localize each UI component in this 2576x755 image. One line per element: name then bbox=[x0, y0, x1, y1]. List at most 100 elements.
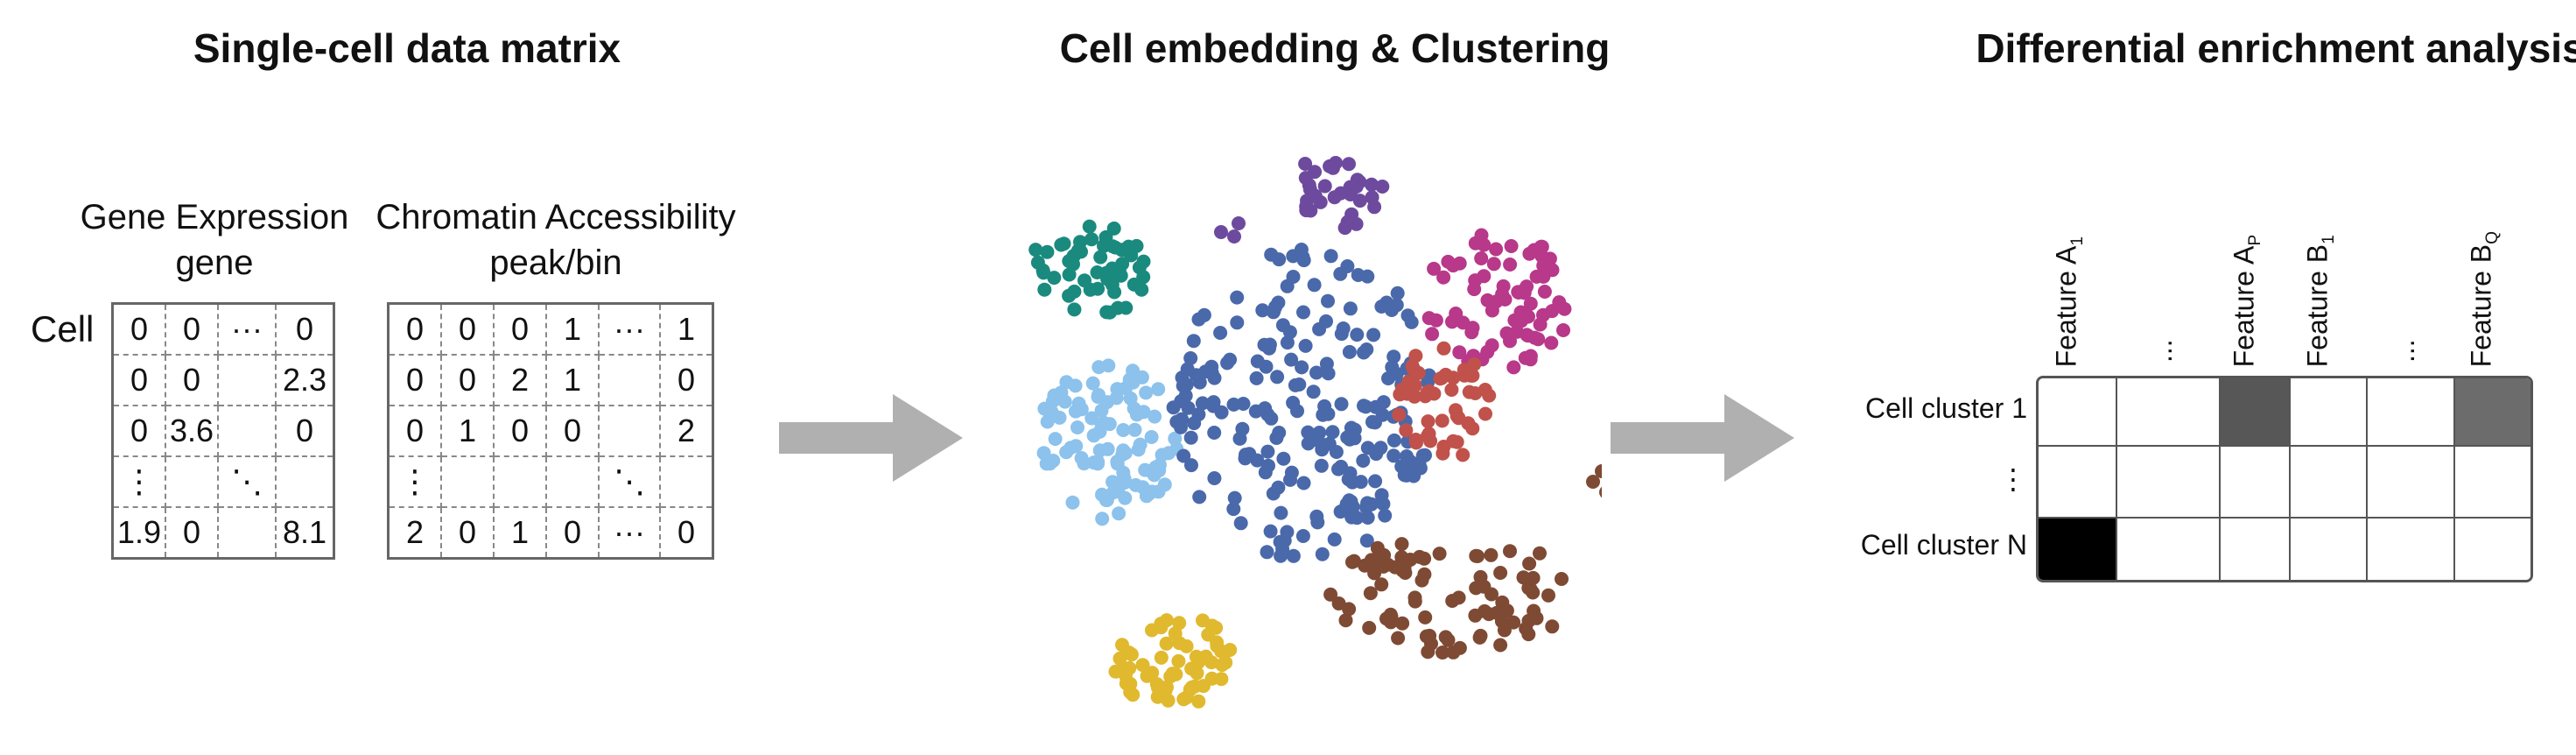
enrichment-heatmap bbox=[2036, 376, 2533, 582]
matrix-cell: 0 bbox=[165, 506, 219, 560]
cell-point bbox=[1226, 502, 1241, 517]
cell-point bbox=[1317, 179, 1332, 194]
cell-point bbox=[1286, 548, 1301, 563]
cluster-purple bbox=[1298, 156, 1390, 236]
matrix-cell: ⋱ bbox=[217, 455, 277, 508]
cell-point bbox=[1264, 411, 1279, 426]
cell-point bbox=[1207, 426, 1222, 440]
cell-point bbox=[1556, 323, 1570, 337]
cell-point bbox=[1110, 455, 1125, 469]
cell-point bbox=[1334, 397, 1349, 412]
cell-point bbox=[1273, 534, 1288, 549]
cell-point bbox=[1403, 455, 1418, 469]
cell-point bbox=[1260, 545, 1274, 560]
cell-point bbox=[1274, 505, 1288, 520]
matrix-cell: 0 bbox=[387, 405, 442, 457]
matrix-cell bbox=[217, 506, 277, 560]
cell-point bbox=[1552, 295, 1567, 310]
cell-point bbox=[1286, 270, 1301, 284]
cell-point bbox=[1272, 426, 1287, 440]
matrix-cell: 2 bbox=[493, 354, 547, 406]
cell-point bbox=[1367, 566, 1382, 581]
cell-point bbox=[1386, 448, 1401, 463]
matrix-cell: 0 bbox=[111, 302, 166, 356]
cell-point bbox=[1398, 566, 1413, 580]
cell-point bbox=[1345, 475, 1359, 490]
cell-point bbox=[1482, 388, 1497, 403]
arrow-shape-2 bbox=[1611, 394, 1794, 482]
cell-point bbox=[1070, 243, 1085, 258]
cell-point bbox=[1298, 338, 1313, 353]
heatmap-cell bbox=[2039, 447, 2117, 519]
heatmap-column-label: ... bbox=[2146, 339, 2178, 363]
cell-point bbox=[1209, 620, 1224, 635]
cell-point bbox=[1169, 667, 1183, 681]
heatmap-row-label: Cell cluster N bbox=[1860, 529, 2027, 561]
matrix-cell bbox=[493, 455, 547, 508]
cell-point bbox=[1119, 300, 1134, 315]
matrix-cell: 3.6 bbox=[165, 405, 219, 457]
cell-point bbox=[1068, 378, 1083, 393]
cell-point bbox=[1424, 637, 1438, 651]
cell-point bbox=[1306, 385, 1321, 399]
cell-point bbox=[1319, 356, 1334, 371]
cell-point bbox=[1418, 448, 1432, 462]
cell-point bbox=[1350, 511, 1365, 526]
cell-point bbox=[1345, 554, 1359, 569]
cell-point bbox=[1485, 338, 1499, 353]
cell-point bbox=[1427, 261, 1442, 276]
cell-point bbox=[1235, 421, 1250, 436]
cell-point bbox=[1445, 314, 1459, 329]
cluster-brown bbox=[1323, 537, 1569, 660]
heatmap-cell bbox=[2291, 378, 2368, 447]
cell-point bbox=[1092, 443, 1107, 458]
cell-point bbox=[1195, 396, 1210, 411]
matrix-cell bbox=[275, 455, 335, 508]
cell-point bbox=[1302, 182, 1317, 197]
cell-point bbox=[1047, 271, 1062, 286]
cell-point bbox=[1365, 177, 1379, 192]
cell-point bbox=[1452, 345, 1467, 360]
cell-point bbox=[1523, 296, 1538, 311]
cell-point bbox=[1159, 636, 1174, 651]
cell-point bbox=[1446, 370, 1461, 385]
cell-point bbox=[1037, 282, 1052, 297]
cell-point bbox=[1474, 228, 1489, 243]
cell-point bbox=[1503, 334, 1517, 349]
matrix-cell: ⋮ bbox=[111, 455, 166, 508]
cell-point bbox=[1296, 305, 1310, 320]
cell-point bbox=[1493, 638, 1508, 653]
cell-point bbox=[1198, 364, 1213, 379]
cell-point bbox=[1367, 200, 1382, 215]
matrix-cell: 0 bbox=[275, 405, 335, 457]
heatmap-cell bbox=[2117, 378, 2221, 447]
chromatin-label: Chromatin Accessibility bbox=[376, 198, 736, 236]
cell-point bbox=[1417, 551, 1432, 566]
matrix-cell bbox=[598, 354, 661, 406]
cell-point bbox=[1377, 547, 1392, 562]
cell-point bbox=[1368, 474, 1383, 489]
heatmap-cell bbox=[2117, 447, 2221, 519]
cell-point bbox=[1188, 679, 1203, 694]
cell-point bbox=[1414, 573, 1429, 588]
cell-point bbox=[1191, 407, 1206, 422]
cell-point bbox=[1374, 488, 1389, 503]
matrix-cell: 0 bbox=[440, 506, 495, 560]
matrix-cell: ··· bbox=[598, 302, 661, 356]
cell-point bbox=[1098, 265, 1113, 280]
cell-point bbox=[1260, 444, 1275, 459]
cell-point bbox=[1218, 655, 1233, 670]
matrix-cell: 2 bbox=[387, 506, 442, 560]
cell-point bbox=[1503, 544, 1517, 559]
matrix-cell: ··· bbox=[217, 302, 277, 356]
matrix-cell: ··· bbox=[598, 506, 661, 560]
cell-point bbox=[1122, 372, 1137, 387]
cell-point bbox=[1086, 455, 1101, 470]
cluster-yellow bbox=[1108, 613, 1238, 709]
heatmap-cell bbox=[2368, 519, 2455, 580]
matrix-cell: 0 bbox=[165, 354, 219, 406]
cell-point bbox=[1541, 588, 1555, 603]
cell-point bbox=[1394, 550, 1409, 565]
cell-point bbox=[1314, 458, 1329, 473]
